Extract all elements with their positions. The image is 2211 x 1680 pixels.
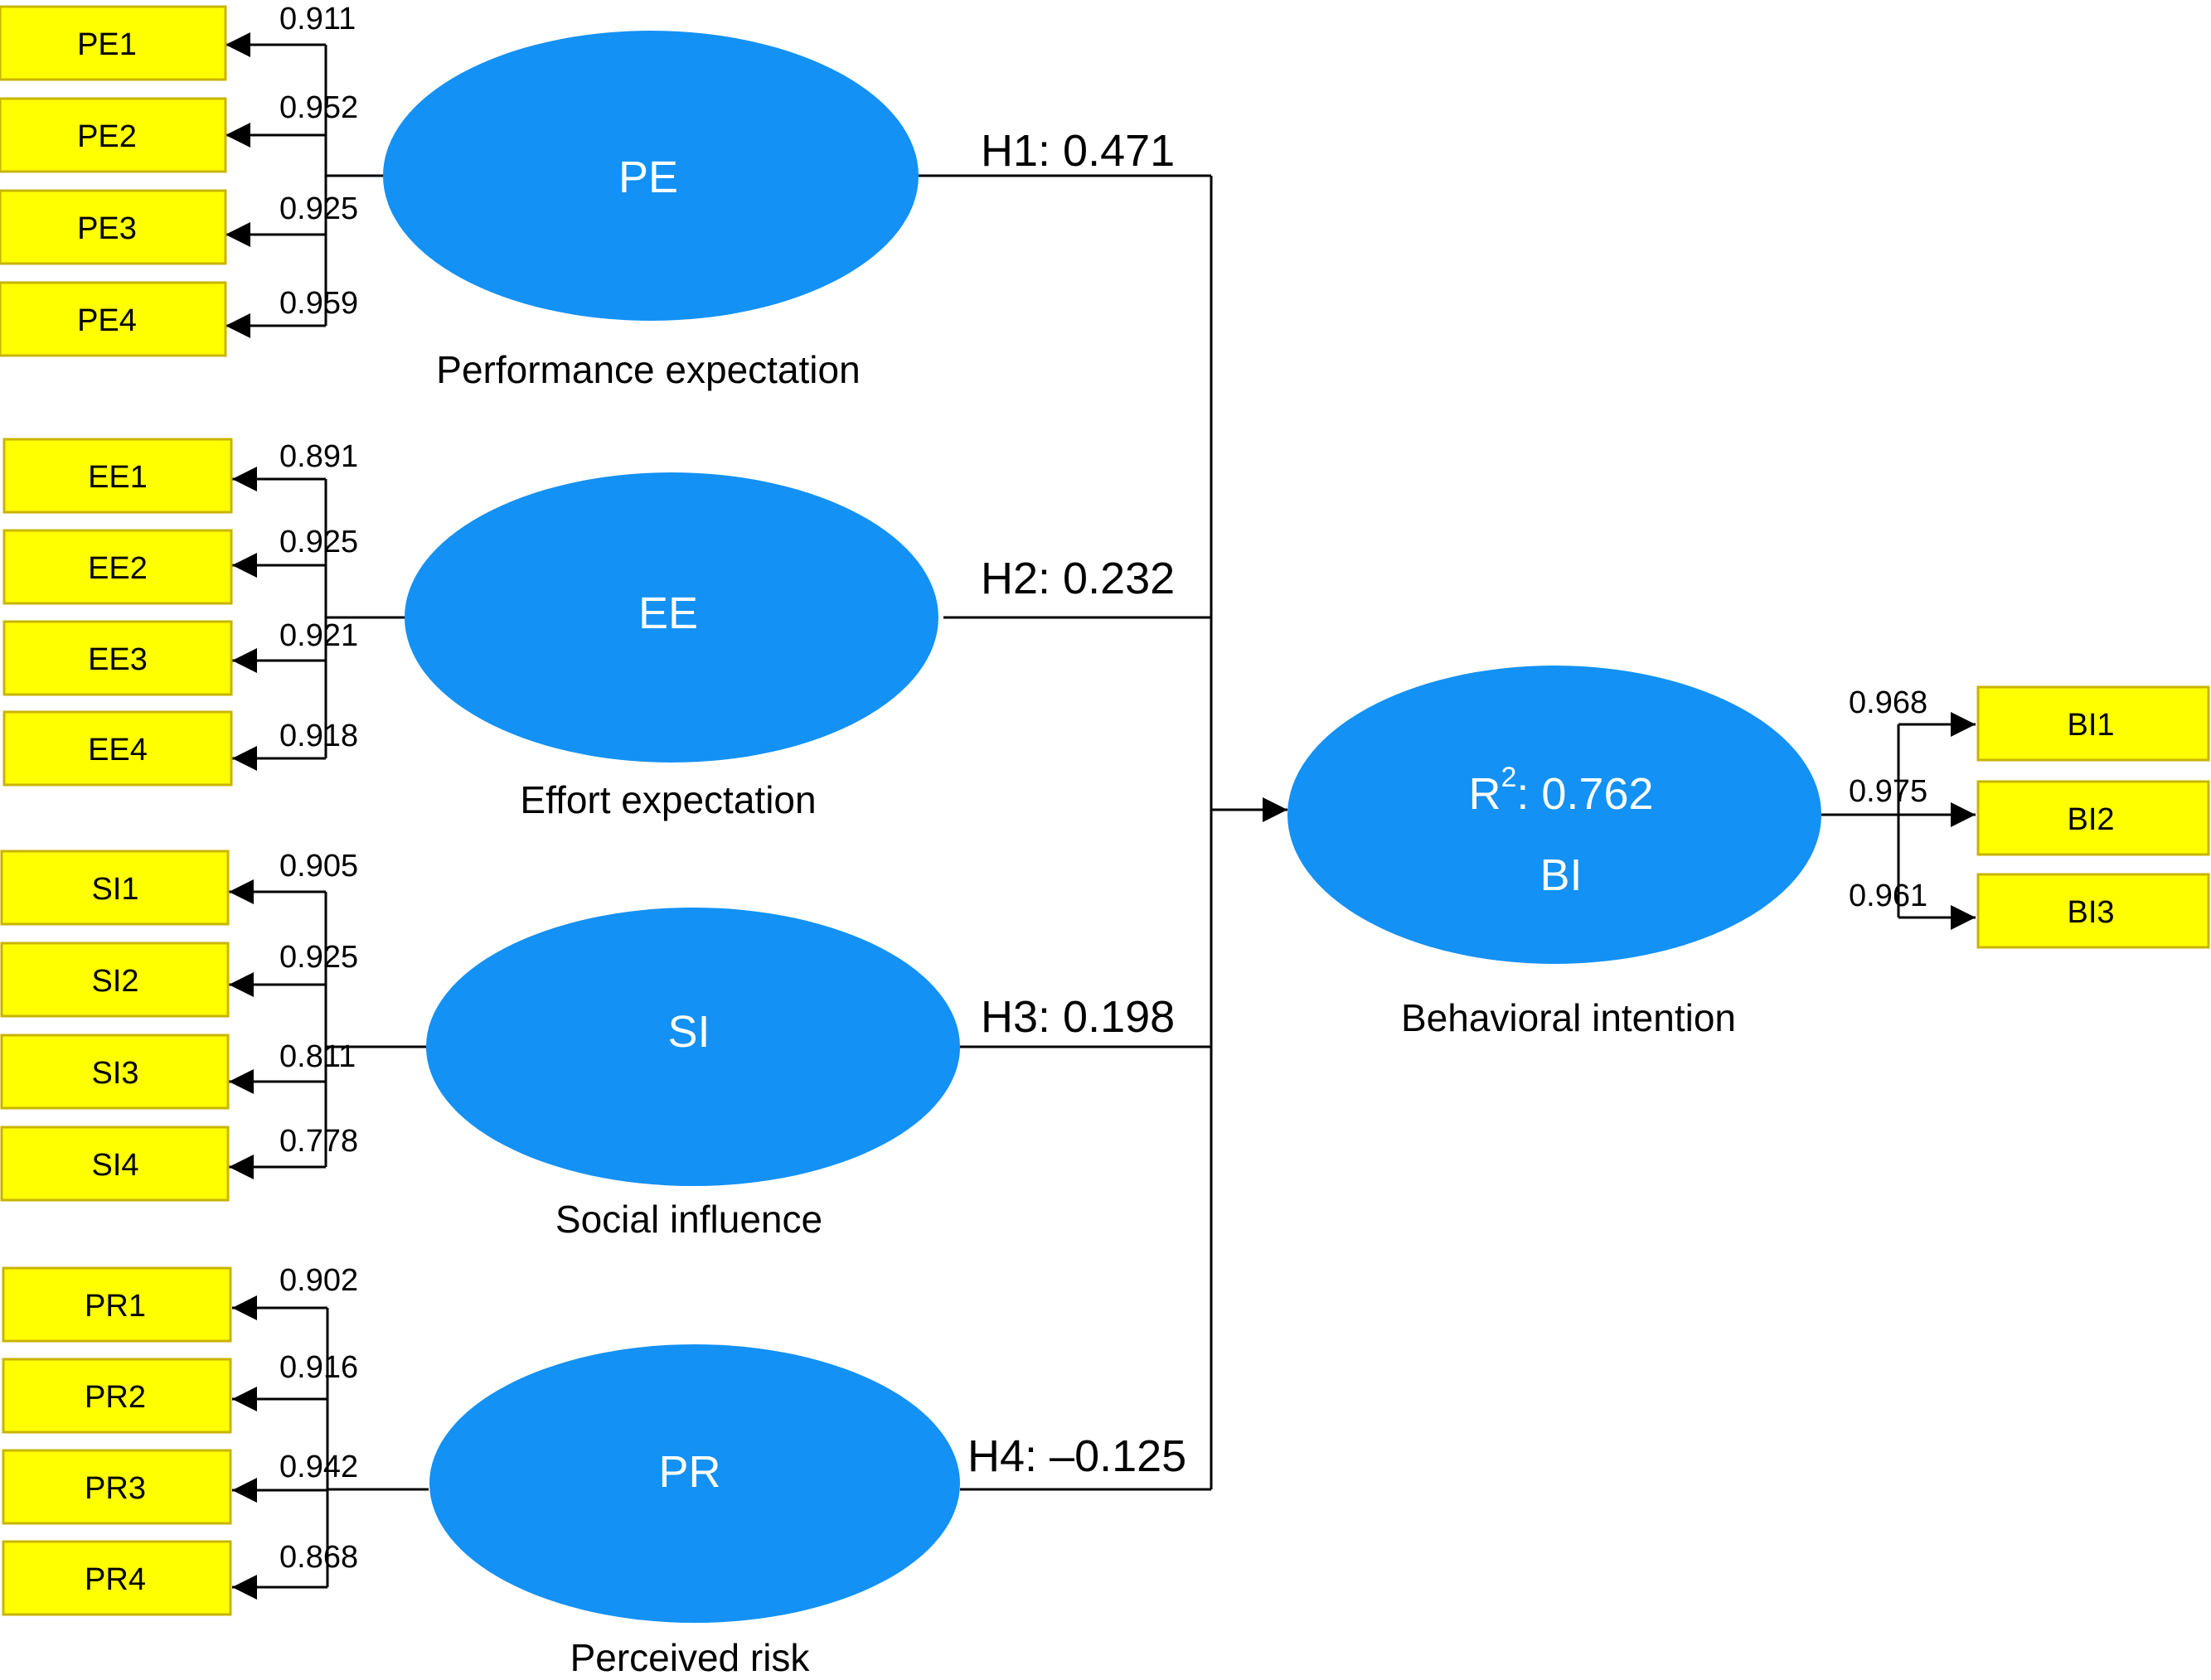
loading-value-si2: 0.925 [279, 940, 358, 975]
construct-abbr-pr: PR [658, 1447, 720, 1497]
loading-value-ee2: 0.925 [279, 525, 358, 559]
indicator-label-pe1: PE1 [77, 27, 137, 62]
indicator-lines-si [229, 879, 426, 1179]
indicator-label-si2: SI2 [91, 964, 138, 999]
indicator-box-si3 [0, 1034, 230, 1110]
indicator-label-si4: SI4 [91, 1148, 138, 1183]
indicator-lines-pr [232, 1295, 429, 1600]
construct-group-si: SI1 SI2 SI3 SI4 0.905 0.925 0.811 0.778 … [0, 849, 1175, 1241]
indicator-label-bi1: BI1 [2067, 708, 2114, 743]
loading-value-pe1: 0.911 [279, 2, 356, 36]
structural-paths [919, 174, 1287, 1491]
construct-group-pe: PE1 PE2 PE3 PE4 0.911 0.952 0.925 0.959 … [0, 2, 1175, 391]
indicator-box-si1 [0, 850, 230, 926]
indicator-box-pr3 [2, 1449, 232, 1525]
loading-value-ee1: 0.891 [279, 439, 358, 474]
indicator-box-pe2 [0, 97, 227, 173]
loading-value-pr2: 0.916 [279, 1350, 358, 1385]
construct-ellipse-ee [405, 472, 938, 763]
indicator-box-pe4 [0, 281, 227, 357]
construct-ellipse-pe [383, 31, 919, 321]
loading-value-bi2: 0.975 [1849, 774, 1927, 809]
loading-value-pr1: 0.902 [279, 1263, 358, 1298]
construct-ellipse-bi [1287, 666, 1821, 964]
construct-r2: R2: 0.762 [1468, 762, 1653, 819]
indicator-label-si1: SI1 [91, 872, 138, 907]
indicator-label-ee1: EE1 [88, 460, 148, 495]
indicator-label-ee3: EE3 [88, 642, 148, 677]
construct-group-bi: R2: 0.762 BI Behavioral intention BI1 BI… [1287, 666, 2210, 1039]
loading-value-si4: 0.778 [279, 1124, 358, 1159]
construct-group-ee: EE1 EE2 EE3 EE4 0.891 0.925 0.921 0.918 … [2, 438, 1175, 821]
indicator-box-pr4 [2, 1540, 232, 1616]
indicator-box-bi3 [1976, 873, 2210, 949]
indicator-label-si3: SI3 [91, 1056, 138, 1091]
loading-value-si1: 0.905 [279, 849, 358, 884]
indicator-box-bi2 [1976, 780, 2210, 856]
indicator-box-si4 [0, 1126, 230, 1202]
indicator-box-ee4 [2, 710, 233, 787]
loading-value-si3: 0.811 [279, 1039, 356, 1074]
path-coefficient-h1: H1: 0.471 [981, 126, 1175, 176]
indicator-label-pe4: PE4 [77, 303, 137, 338]
indicator-label-pr2: PR2 [85, 1380, 146, 1415]
path-coefficient-h4: H4: –0.125 [967, 1431, 1186, 1481]
indicator-label-pr4: PR4 [85, 1562, 146, 1597]
indicator-lines-ee [232, 467, 410, 771]
r2-value: : 0.762 [1516, 769, 1653, 819]
loading-value-bi1: 0.968 [1849, 685, 1927, 720]
indicator-label-pr3: PR3 [85, 1471, 146, 1506]
indicator-box-ee2 [2, 529, 233, 605]
indicator-label-bi2: BI2 [2067, 802, 2114, 837]
indicator-label-ee4: EE4 [88, 733, 148, 767]
path-coefficient-h2: H2: 0.232 [981, 554, 1175, 603]
loading-value-ee3: 0.921 [279, 618, 358, 653]
construct-name-bi: Behavioral intention [1401, 996, 1736, 1039]
loading-value-pe4: 0.959 [279, 286, 358, 321]
indicator-label-pe3: PE3 [77, 211, 137, 246]
r2-prefix: R [1468, 769, 1501, 819]
construct-name-si: Social influence [555, 1198, 822, 1241]
indicator-box-pe1 [0, 5, 227, 81]
construct-name-pe: Performance expectation [436, 348, 860, 391]
indicator-box-pr1 [2, 1266, 232, 1343]
construct-abbr-pe: PE [618, 153, 678, 202]
loading-value-pe2: 0.952 [279, 90, 358, 125]
indicator-label-bi3: BI3 [2067, 895, 2114, 930]
path-coefficient-h3: H3: 0.198 [981, 992, 1175, 1042]
indicator-box-pe3 [0, 189, 227, 265]
indicator-lines-bi [1821, 712, 1976, 930]
indicator-label-pr1: PR1 [85, 1289, 146, 1324]
indicator-box-si2 [0, 942, 230, 1018]
construct-abbr-ee: EE [638, 588, 698, 638]
construct-group-pr: PR1 PR2 PR3 PR4 0.902 0.916 0.942 0.868 … [2, 1263, 1186, 1679]
indicator-box-pr2 [2, 1358, 232, 1434]
indicator-box-ee1 [2, 438, 233, 514]
indicator-lines-pe [225, 32, 384, 338]
indicator-label-pe2: PE2 [77, 119, 137, 154]
r2-superscript: 2 [1501, 762, 1516, 793]
indicator-box-bi1 [1976, 685, 2210, 762]
loading-value-ee4: 0.918 [279, 719, 358, 753]
construct-name-ee: Effort expectation [520, 778, 816, 821]
loading-value-pe3: 0.925 [279, 191, 358, 226]
construct-abbr-bi: BI [1539, 850, 1582, 900]
construct-name-pr: Perceived risk [570, 1636, 811, 1679]
construct-ellipse-si [426, 908, 960, 1186]
loading-value-pr4: 0.868 [279, 1540, 358, 1575]
indicator-label-ee2: EE2 [88, 551, 148, 586]
construct-ellipse-pr [429, 1344, 960, 1623]
indicator-box-ee3 [2, 620, 233, 696]
loading-value-pr3: 0.942 [279, 1450, 358, 1484]
construct-abbr-si: SI [667, 1007, 710, 1057]
loading-value-bi3: 0.961 [1849, 879, 1927, 913]
